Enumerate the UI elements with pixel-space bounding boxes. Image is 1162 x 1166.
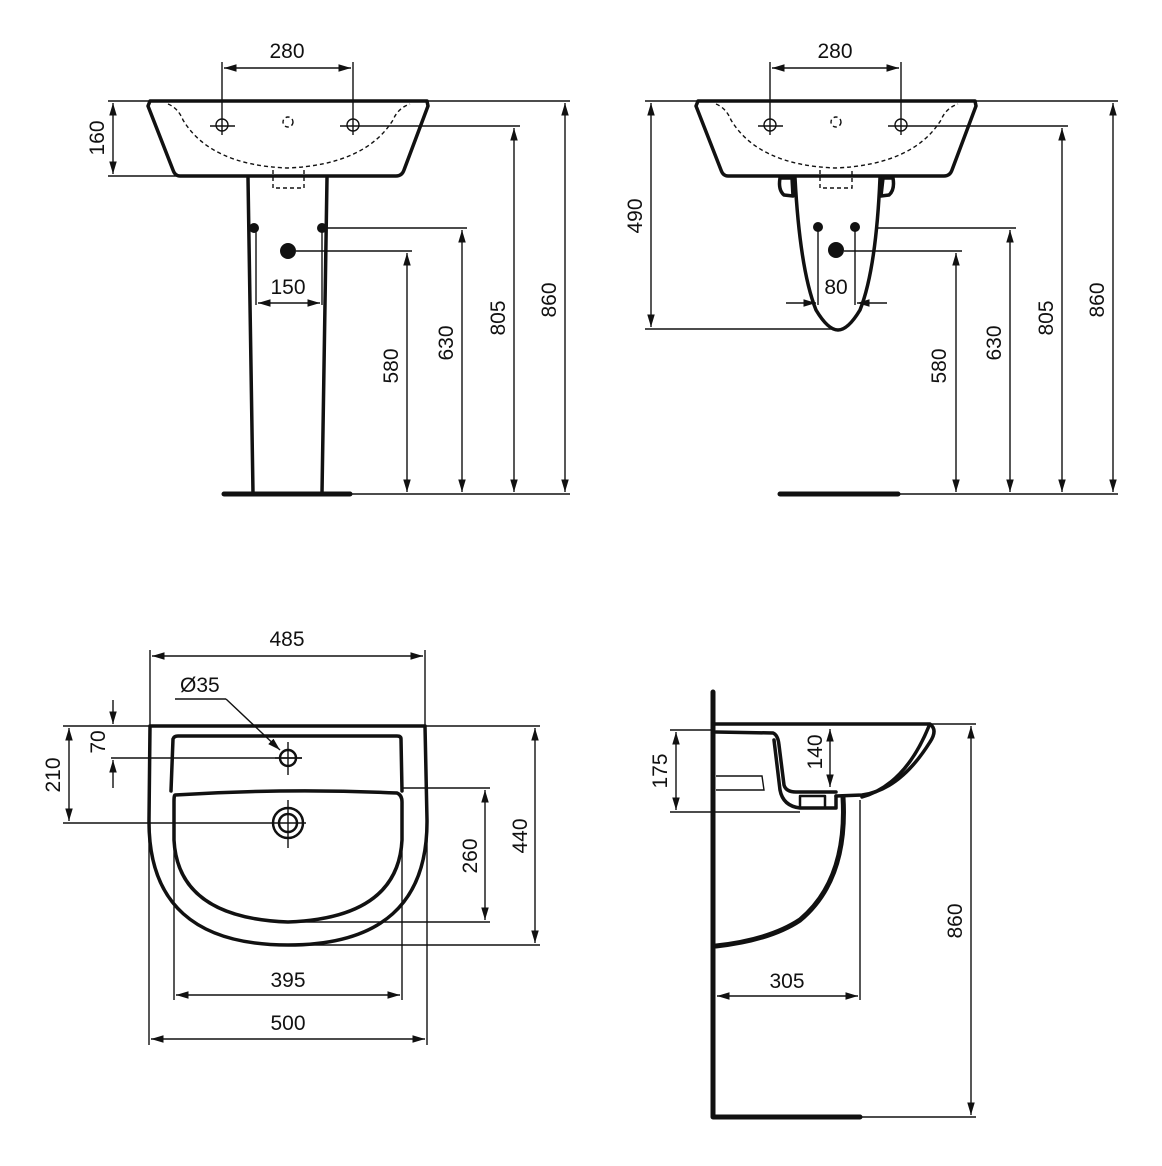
side-view: 175 140 305 860 (649, 689, 976, 1120)
dim-side-basin-height: 175 (649, 753, 672, 788)
dim-total-height: 860 (538, 282, 561, 317)
dim-overall-width: 500 (270, 1012, 305, 1035)
plan-view: 485 Ø35 70 210 260 440 395 500 (42, 628, 540, 1045)
dim-side-bowl-depth: 140 (804, 734, 827, 769)
dim-supply-height: 630 (435, 325, 458, 360)
dim-side-projection: 305 (769, 970, 804, 993)
dim-waste-height-2: 580 (928, 348, 951, 383)
semipedestal-front-view: 280 490 80 580 630 805 860 (624, 40, 1118, 497)
pedestal-front-view: 280 160 150 580 630 805 860 (86, 40, 570, 497)
dim-tap-spacing-2: 280 (817, 40, 852, 63)
dim-tap-height: 805 (487, 300, 510, 335)
dim-tap-height-2: 805 (1035, 300, 1058, 335)
dim-waste-height: 580 (380, 348, 403, 383)
dim-inlet-spacing: 150 (270, 276, 305, 299)
dim-basin-height: 160 (86, 120, 109, 155)
dim-rear-width: 485 (269, 628, 304, 651)
dim-bowl-depth: 260 (459, 838, 482, 873)
dim-bowl-width: 395 (270, 969, 305, 992)
dim-tap-spacing: 280 (269, 40, 304, 63)
basin-outline (146, 99, 430, 178)
dim-overall-depth: 440 (509, 818, 532, 853)
dim-supply-height-2: 630 (983, 325, 1006, 360)
dim-semipedestal-drop: 490 (624, 198, 647, 233)
dim-waste-offset: 210 (42, 757, 65, 792)
dim-total-height-2: 860 (1086, 282, 1109, 317)
dim-tap-hole-diameter: Ø35 (180, 674, 220, 697)
dim-side-total-height: 860 (944, 903, 967, 938)
dim-inlet-spacing-2: 80 (824, 276, 847, 299)
dim-tap-hole-offset: 70 (87, 730, 110, 753)
